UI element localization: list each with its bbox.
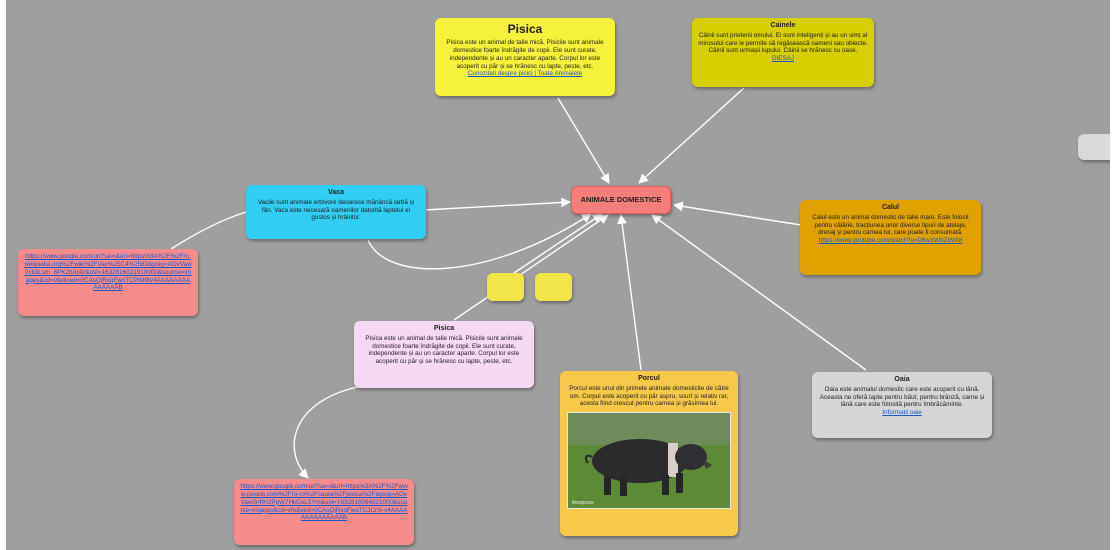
node-porcul[interactable]: Porcul Porcul este unul din primele anim… — [560, 371, 738, 536]
node-empty-yellow-1[interactable] — [487, 273, 524, 301]
link-calul-to-center — [673, 201, 802, 226]
link-pisica-lower-to-pink-bottom — [293, 385, 363, 479]
connector-layer — [170, 87, 867, 479]
node-title: Cainele — [770, 22, 796, 29]
photo-credit: thespruce — [572, 500, 594, 507]
node-title: Calul — [881, 204, 900, 211]
mind-map-canvas[interactable]: Pisica Pisica este un animal de talie mi… — [6, 0, 1110, 550]
node-link[interactable]: https://www.youtube.com/watch?v=D6wXWbZb… — [818, 237, 963, 245]
node-calul[interactable]: Calul Calul este un animal domestic de t… — [800, 200, 981, 275]
center-label: ANIMALE DOMESTICE — [580, 195, 662, 205]
link-pink-left-to-vaca — [170, 211, 247, 250]
node-text: Pisica este un animal de talie mică. Pis… — [365, 334, 523, 366]
pig-illustration — [568, 413, 730, 509]
node-cainele[interactable]: Cainele Câinii sunt prietenii omului. Ei… — [692, 18, 874, 87]
node-text: Vacile sunt animale erbivore deoarece mă… — [257, 198, 415, 222]
link-yellow-to-center — [510, 213, 603, 276]
node-oaia[interactable]: Oaia Oaia este animalul domestic care es… — [812, 372, 992, 438]
node-link-left[interactable]: https://www.google.com/url?sa=i&url=http… — [18, 249, 198, 316]
node-title: Pisica — [507, 22, 543, 36]
node-link[interactable]: https://www.google.com/url?sa=i&url=http… — [24, 253, 192, 292]
node-title: Pisica — [433, 325, 455, 332]
link-cainele-to-center — [638, 87, 745, 184]
node-pisica-top[interactable]: Pisica Pisica este un animal de talie mi… — [435, 18, 615, 96]
node-text: Porcul este unul din primele animale dom… — [569, 384, 729, 408]
pig-photo-icon: thespruce — [567, 412, 731, 510]
node-pisica-lower[interactable]: Pisica Pisica este un animal de talie mi… — [354, 321, 534, 388]
node-text: Pisica este un animal de talie mică. Pis… — [446, 39, 604, 70]
node-title: Oaia — [894, 376, 910, 383]
node-text: Oaia este animalul domestic care este ac… — [819, 385, 985, 409]
node-link[interactable]: DIESAJ — [771, 55, 795, 63]
node-empty-yellow-2[interactable] — [535, 273, 572, 301]
node-center-animale-domestice[interactable]: ANIMALE DOMESTICE — [571, 186, 671, 214]
node-link[interactable]: https://www.google.com/url?sa=i&url=http… — [240, 483, 408, 522]
link-oaia-to-center — [651, 214, 867, 371]
link-porcul-to-center — [617, 214, 642, 371]
node-link[interactable]: Curiozitati despre pisici | Toate Animal… — [467, 70, 583, 78]
link-pisica-top-to-center — [557, 97, 610, 184]
node-empty-gray[interactable] — [1078, 134, 1110, 160]
node-link[interactable]: Informații oaie — [882, 409, 922, 417]
node-link-bottom[interactable]: https://www.google.com/url?sa=i&url=http… — [234, 479, 414, 545]
link-vaca-curve-to-center — [367, 213, 592, 270]
node-title: Vaca — [328, 189, 344, 196]
link-pisica-lower-to-center — [453, 214, 609, 321]
node-vaca[interactable]: Vaca Vacile sunt animale erbivore deoare… — [246, 185, 426, 239]
node-title: Porcul — [638, 375, 660, 382]
node-text: Calul este un animal domestic de talie m… — [812, 213, 969, 237]
link-vaca-to-center — [423, 197, 571, 211]
node-text: Câinii sunt prietenii omului. Ei sunt in… — [698, 31, 868, 55]
